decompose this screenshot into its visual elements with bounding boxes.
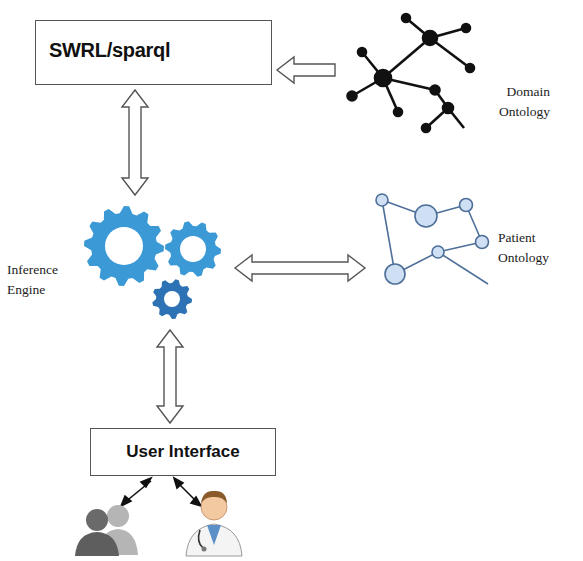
block-arrow <box>277 57 335 83</box>
domain-ontology-graph <box>348 14 475 132</box>
gear-hole <box>105 227 143 265</box>
box-label: SWRL/sparql <box>49 39 170 62</box>
interface-box: User Interface <box>90 428 276 476</box>
ontology-group: Patient Ontology <box>370 185 578 287</box>
gear <box>84 206 164 286</box>
gear-icon <box>84 206 221 319</box>
gear <box>165 221 221 276</box>
caption-label: Inference Engine <box>7 260 77 299</box>
engine-group: Inference Engine <box>5 200 230 325</box>
gear <box>152 279 192 319</box>
rule-box: SWRL/sparql <box>35 20 272 85</box>
gear-hole <box>164 291 180 307</box>
box-label: User Interface <box>91 429 275 475</box>
ontology-group: Domain Ontology <box>340 4 578 137</box>
users-icon <box>75 505 138 556</box>
user-arrows <box>121 478 201 506</box>
block-arrow <box>122 90 148 195</box>
caption-label: Patient Ontology <box>498 228 576 267</box>
patient-ontology-graph <box>376 194 489 284</box>
gear-hole <box>180 236 206 262</box>
caption-label: Domain Ontology <box>476 82 550 121</box>
block-arrow <box>235 255 365 281</box>
block-arrow <box>157 330 183 423</box>
doctor-icon <box>186 491 242 556</box>
